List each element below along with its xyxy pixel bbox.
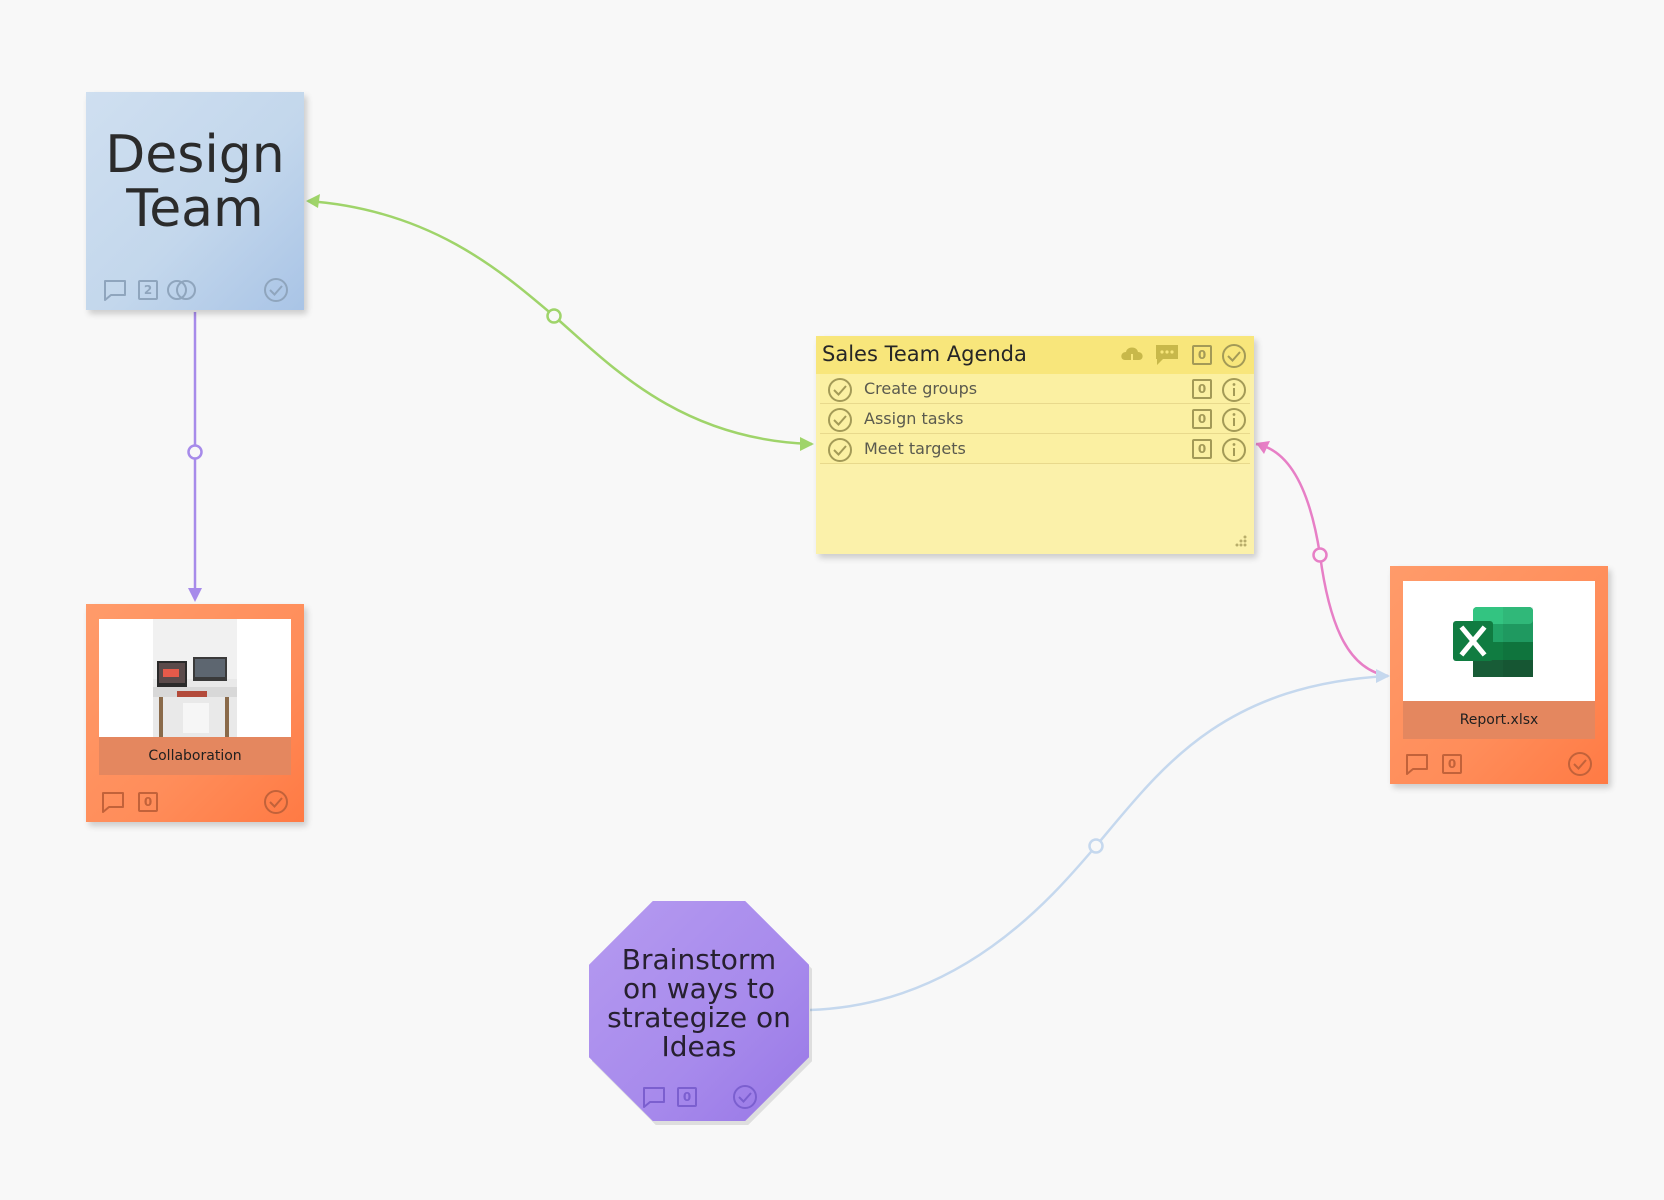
- agenda-title: Sales Team Agenda: [822, 342, 1027, 366]
- agenda-item[interactable]: Meet targets 0: [820, 434, 1250, 464]
- sales-agenda-card[interactable]: Sales Team Agenda 0 Create groups 0: [816, 336, 1254, 554]
- brainstorm-octagon[interactable]: Brainstorm on ways to strategize on Idea…: [589, 901, 809, 1121]
- agenda-item-count[interactable]: 0: [1192, 379, 1212, 399]
- arrowhead-report: [1376, 669, 1390, 683]
- link-circles-icon[interactable]: [166, 278, 198, 302]
- check-circle-icon[interactable]: [262, 276, 290, 304]
- comment-icon[interactable]: [102, 278, 128, 302]
- agenda-header: Sales Team Agenda 0: [816, 336, 1254, 374]
- check-circle-icon[interactable]: [1566, 750, 1594, 778]
- octagon-line: on ways to: [622, 972, 775, 1005]
- connector-design-agenda[interactable]: [307, 199, 813, 446]
- info-icon[interactable]: [1220, 436, 1248, 464]
- arrowhead-agenda: [800, 437, 814, 451]
- image-caption: Collaboration: [99, 737, 291, 775]
- connector-handle[interactable]: [187, 444, 203, 460]
- file-preview: [1403, 581, 1595, 719]
- octagon-line: Ideas: [661, 1030, 737, 1063]
- check-circle-icon[interactable]: [262, 788, 290, 816]
- agenda-item-count[interactable]: 0: [1192, 409, 1212, 429]
- octagon-text: Brainstorm on ways to strategize on Idea…: [599, 945, 799, 1061]
- card-title: Design Team: [86, 128, 304, 236]
- agenda-item-label: Create groups: [864, 379, 978, 398]
- report-file-card[interactable]: Report.xlsx 0: [1390, 566, 1608, 784]
- comment-icon[interactable]: [641, 1085, 667, 1109]
- desk-photo: [153, 619, 237, 739]
- collaboration-card[interactable]: Collaboration 0: [86, 604, 304, 822]
- agenda-item-count[interactable]: 0: [1192, 439, 1212, 459]
- connector-handle[interactable]: [546, 308, 562, 324]
- agenda-item[interactable]: Assign tasks 0: [820, 404, 1250, 434]
- octagon-line: Brainstorm: [621, 943, 777, 976]
- comment-count[interactable]: 0: [138, 792, 158, 812]
- title-line: Team: [126, 179, 264, 239]
- image-panel: [99, 619, 291, 757]
- info-icon[interactable]: [1220, 406, 1248, 434]
- agenda-item-label: Assign tasks: [864, 409, 964, 428]
- arrowhead-agenda-right: [1256, 441, 1270, 454]
- design-team-card[interactable]: Design Team 2: [86, 92, 304, 310]
- chat-icon[interactable]: [1154, 343, 1180, 367]
- check-circle-icon[interactable]: [826, 376, 854, 404]
- file-caption: Report.xlsx: [1403, 701, 1595, 739]
- agenda-item[interactable]: Create groups 0: [820, 374, 1250, 404]
- arrowhead-collab: [188, 588, 202, 602]
- agenda-count[interactable]: 0: [1192, 345, 1212, 365]
- cloud-download-icon[interactable]: [1118, 342, 1146, 368]
- arrowhead-design: [306, 194, 320, 208]
- connector-handle[interactable]: [1312, 547, 1328, 563]
- connector-handle[interactable]: [1088, 838, 1104, 854]
- attachment-count[interactable]: 2: [138, 280, 158, 300]
- info-icon[interactable]: [1220, 376, 1248, 404]
- check-circle-icon[interactable]: [1220, 342, 1248, 370]
- comment-icon[interactable]: [100, 790, 126, 814]
- check-circle-icon[interactable]: [731, 1083, 759, 1111]
- comment-count[interactable]: 0: [1442, 754, 1462, 774]
- title-line: Design: [105, 125, 285, 185]
- excel-icon: [1453, 607, 1533, 677]
- resize-handle-icon[interactable]: [1234, 534, 1248, 548]
- comment-icon[interactable]: [1404, 752, 1430, 776]
- octagon-line: strategize on: [607, 1001, 791, 1034]
- check-circle-icon[interactable]: [826, 406, 854, 434]
- comment-count[interactable]: 0: [677, 1087, 697, 1107]
- agenda-item-label: Meet targets: [864, 439, 966, 458]
- check-circle-icon[interactable]: [826, 436, 854, 464]
